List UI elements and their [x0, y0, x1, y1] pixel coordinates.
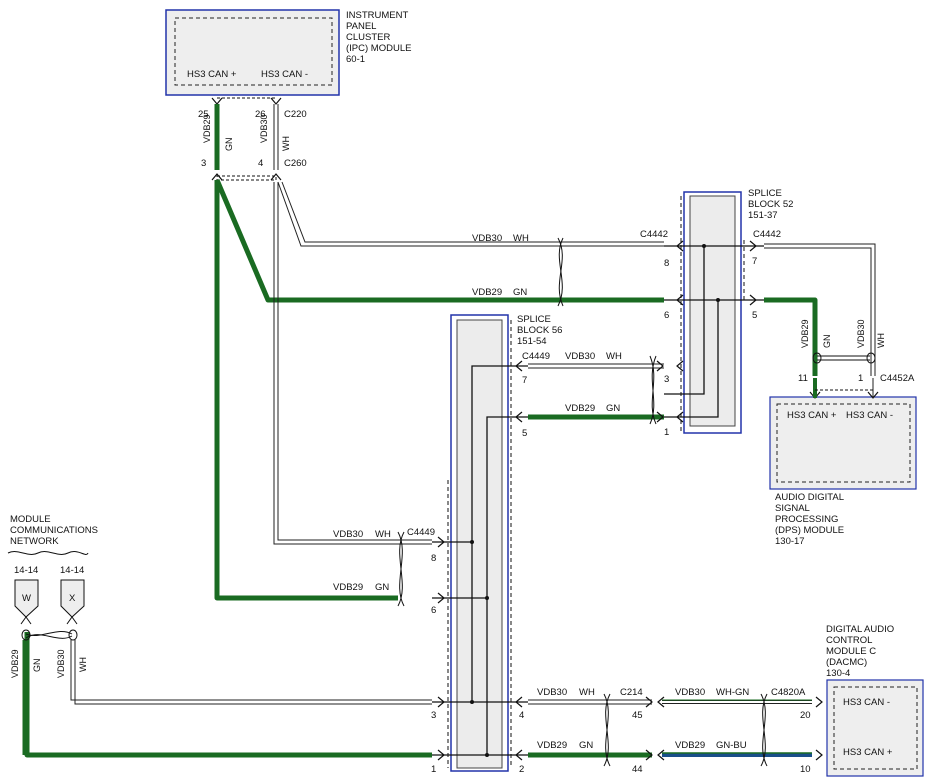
connector-c214: C214 — [620, 687, 643, 698]
connector-c4449-top: C4449 — [522, 351, 550, 362]
wire-vdb30-dsp: VDB30 — [856, 319, 866, 348]
wire-gn-lower: GN — [579, 740, 593, 751]
wire-vdb29-dac: VDB29 — [675, 740, 705, 751]
dacmc-module: HS3 CAN - HS3 CAN + DIGITAL AUDIO CONTRO… — [826, 624, 924, 777]
wire-vdb29-ipc: VDB29 — [202, 114, 212, 143]
pin-s56-2: 2 — [519, 764, 524, 775]
splice56-title: SPLICE BLOCK 56 151-54 — [517, 314, 565, 347]
mcn-tag-x: X — [69, 593, 76, 604]
dacmc-title: DIGITAL AUDIO CONTROL MODULE C (DACMC) 1… — [826, 624, 897, 679]
pin-3: 3 — [201, 158, 206, 169]
pin-s56-4: 4 — [519, 710, 524, 721]
wire-vdb29-left: VDB29 — [333, 582, 363, 593]
wire-wh-dsp: WH — [876, 333, 886, 348]
wire-vdb30-mcn: VDB30 — [56, 649, 66, 678]
dacmc-pin-minus: HS3 CAN - — [843, 697, 890, 708]
pin-dsp-1: 1 — [858, 373, 863, 384]
dsp-module: HS3 CAN + HS3 CAN - AUDIO DIGITAL SIGNAL… — [769, 396, 917, 547]
pin-s56-5: 5 — [522, 428, 527, 439]
wire-gn-bu: GN-BU — [716, 740, 747, 751]
wire-gn-mcn: GN — [32, 659, 42, 673]
wire-wh-left: WH — [375, 529, 391, 540]
pin-s52-3: 3 — [664, 374, 669, 385]
wire-vdb30-dac: VDB30 — [675, 687, 705, 698]
pin-dac-20: 20 — [800, 710, 811, 721]
wire-gn-ipc: GN — [224, 138, 234, 152]
vdb30-wiring — [70, 104, 876, 705]
pin-s52-6: 6 — [664, 310, 669, 321]
pin-s56-1: 1 — [431, 764, 436, 775]
pin-dsp-11: 11 — [798, 373, 808, 384]
pin-c214-45: 45 — [632, 710, 643, 721]
module-communications-network: MODULE COMMUNICATIONS NETWORK 14-14 14-1… — [7, 514, 101, 641]
pin-4: 4 — [258, 158, 263, 169]
pin-s56-7: 7 — [522, 375, 527, 386]
wire-gn-s56: GN — [606, 403, 620, 414]
pin-s56-6: 6 — [431, 605, 436, 616]
wire-vdb30-lower: VDB30 — [537, 687, 567, 698]
mcn-title: MODULE COMMUNICATIONS NETWORK — [10, 514, 101, 547]
wire-vdb29-lower: VDB29 — [537, 740, 567, 751]
dsp-pin-minus: HS3 CAN - — [846, 410, 893, 421]
ipc-title: INSTRUMENT PANEL CLUSTER (IPC) MODULE 60… — [346, 10, 414, 65]
dsp-pin-plus: HS3 CAN + — [787, 410, 837, 421]
mcn-tag-w: W — [22, 593, 31, 604]
splice52-title: SPLICE BLOCK 52 151-37 — [748, 188, 796, 221]
connector-c4452a: C4452A — [880, 373, 915, 384]
connector-c260: C260 — [284, 158, 307, 169]
wire-vdb30-label: VDB30 — [472, 233, 502, 244]
splice-block-52: SPLICE BLOCK 52 151-37 — [664, 188, 796, 434]
wire-vdb30-s56: VDB30 — [565, 351, 595, 362]
pin-s52-7: 7 — [752, 256, 757, 267]
mcn-ref-x: 14-14 — [60, 565, 84, 576]
wire-vdb30-ipc: VDB30 — [259, 114, 269, 143]
wire-vdb29-s56: VDB29 — [565, 403, 595, 414]
wire-vdb29-dsp: VDB29 — [800, 319, 810, 348]
ipc-pin-plus-label: HS3 CAN + — [187, 69, 237, 80]
wire-wh-mcn: WH — [78, 657, 88, 672]
splice-block-56: SPLICE BLOCK 56 151-54 — [432, 314, 565, 772]
wire-wh-ipc: WH — [281, 136, 291, 151]
wire-gn-dsp: GN — [822, 335, 832, 349]
connector-c4820a: C4820A — [771, 687, 806, 698]
wire-vdb29-mcn: VDB29 — [10, 649, 20, 678]
ipc-pin-minus-label: HS3 CAN - — [261, 69, 308, 80]
vdb29-wiring — [24, 104, 818, 758]
pin-c214-44: 44 — [632, 764, 643, 775]
wire-gn-left: GN — [375, 582, 389, 593]
connector-c220: C220 — [284, 109, 307, 120]
connector-c4449-left: C4449 — [407, 527, 435, 538]
pin-26: 26 — [255, 109, 266, 120]
pin-s52-8: 8 — [664, 258, 669, 269]
pin-dac-10: 10 — [800, 764, 811, 775]
wire-wh-label: WH — [513, 233, 529, 244]
pin-s56-3: 3 — [431, 710, 436, 721]
wire-vdb30-left: VDB30 — [333, 529, 363, 540]
dacmc-pin-plus: HS3 CAN + — [843, 747, 893, 758]
ipc-arrow-26 — [270, 97, 282, 105]
connector-c4442-right: C4442 — [753, 229, 781, 240]
wire-gn-label: GN — [513, 287, 527, 298]
connector-c4442-left: C4442 — [640, 229, 668, 240]
ipc-module: HS3 CAN + HS3 CAN - INSTRUMENT PANEL CLU… — [165, 9, 414, 96]
pin-s52-1: 1 — [664, 427, 669, 438]
wire-wh-s56: WH — [606, 351, 622, 362]
ipc-arrow-25 — [211, 97, 223, 105]
wire-vdb29-label: VDB29 — [472, 287, 502, 298]
wire-wh-gn: WH-GN — [716, 687, 749, 698]
pin-s52-5: 5 — [752, 310, 757, 321]
dsp-title: AUDIO DIGITAL SIGNAL PROCESSING (DPS) MO… — [775, 492, 847, 547]
pin-25: 25 — [198, 109, 209, 120]
wire-wh-lower: WH — [579, 687, 595, 698]
mcn-ref-w: 14-14 — [14, 565, 38, 576]
pin-s56-8: 8 — [431, 553, 436, 564]
